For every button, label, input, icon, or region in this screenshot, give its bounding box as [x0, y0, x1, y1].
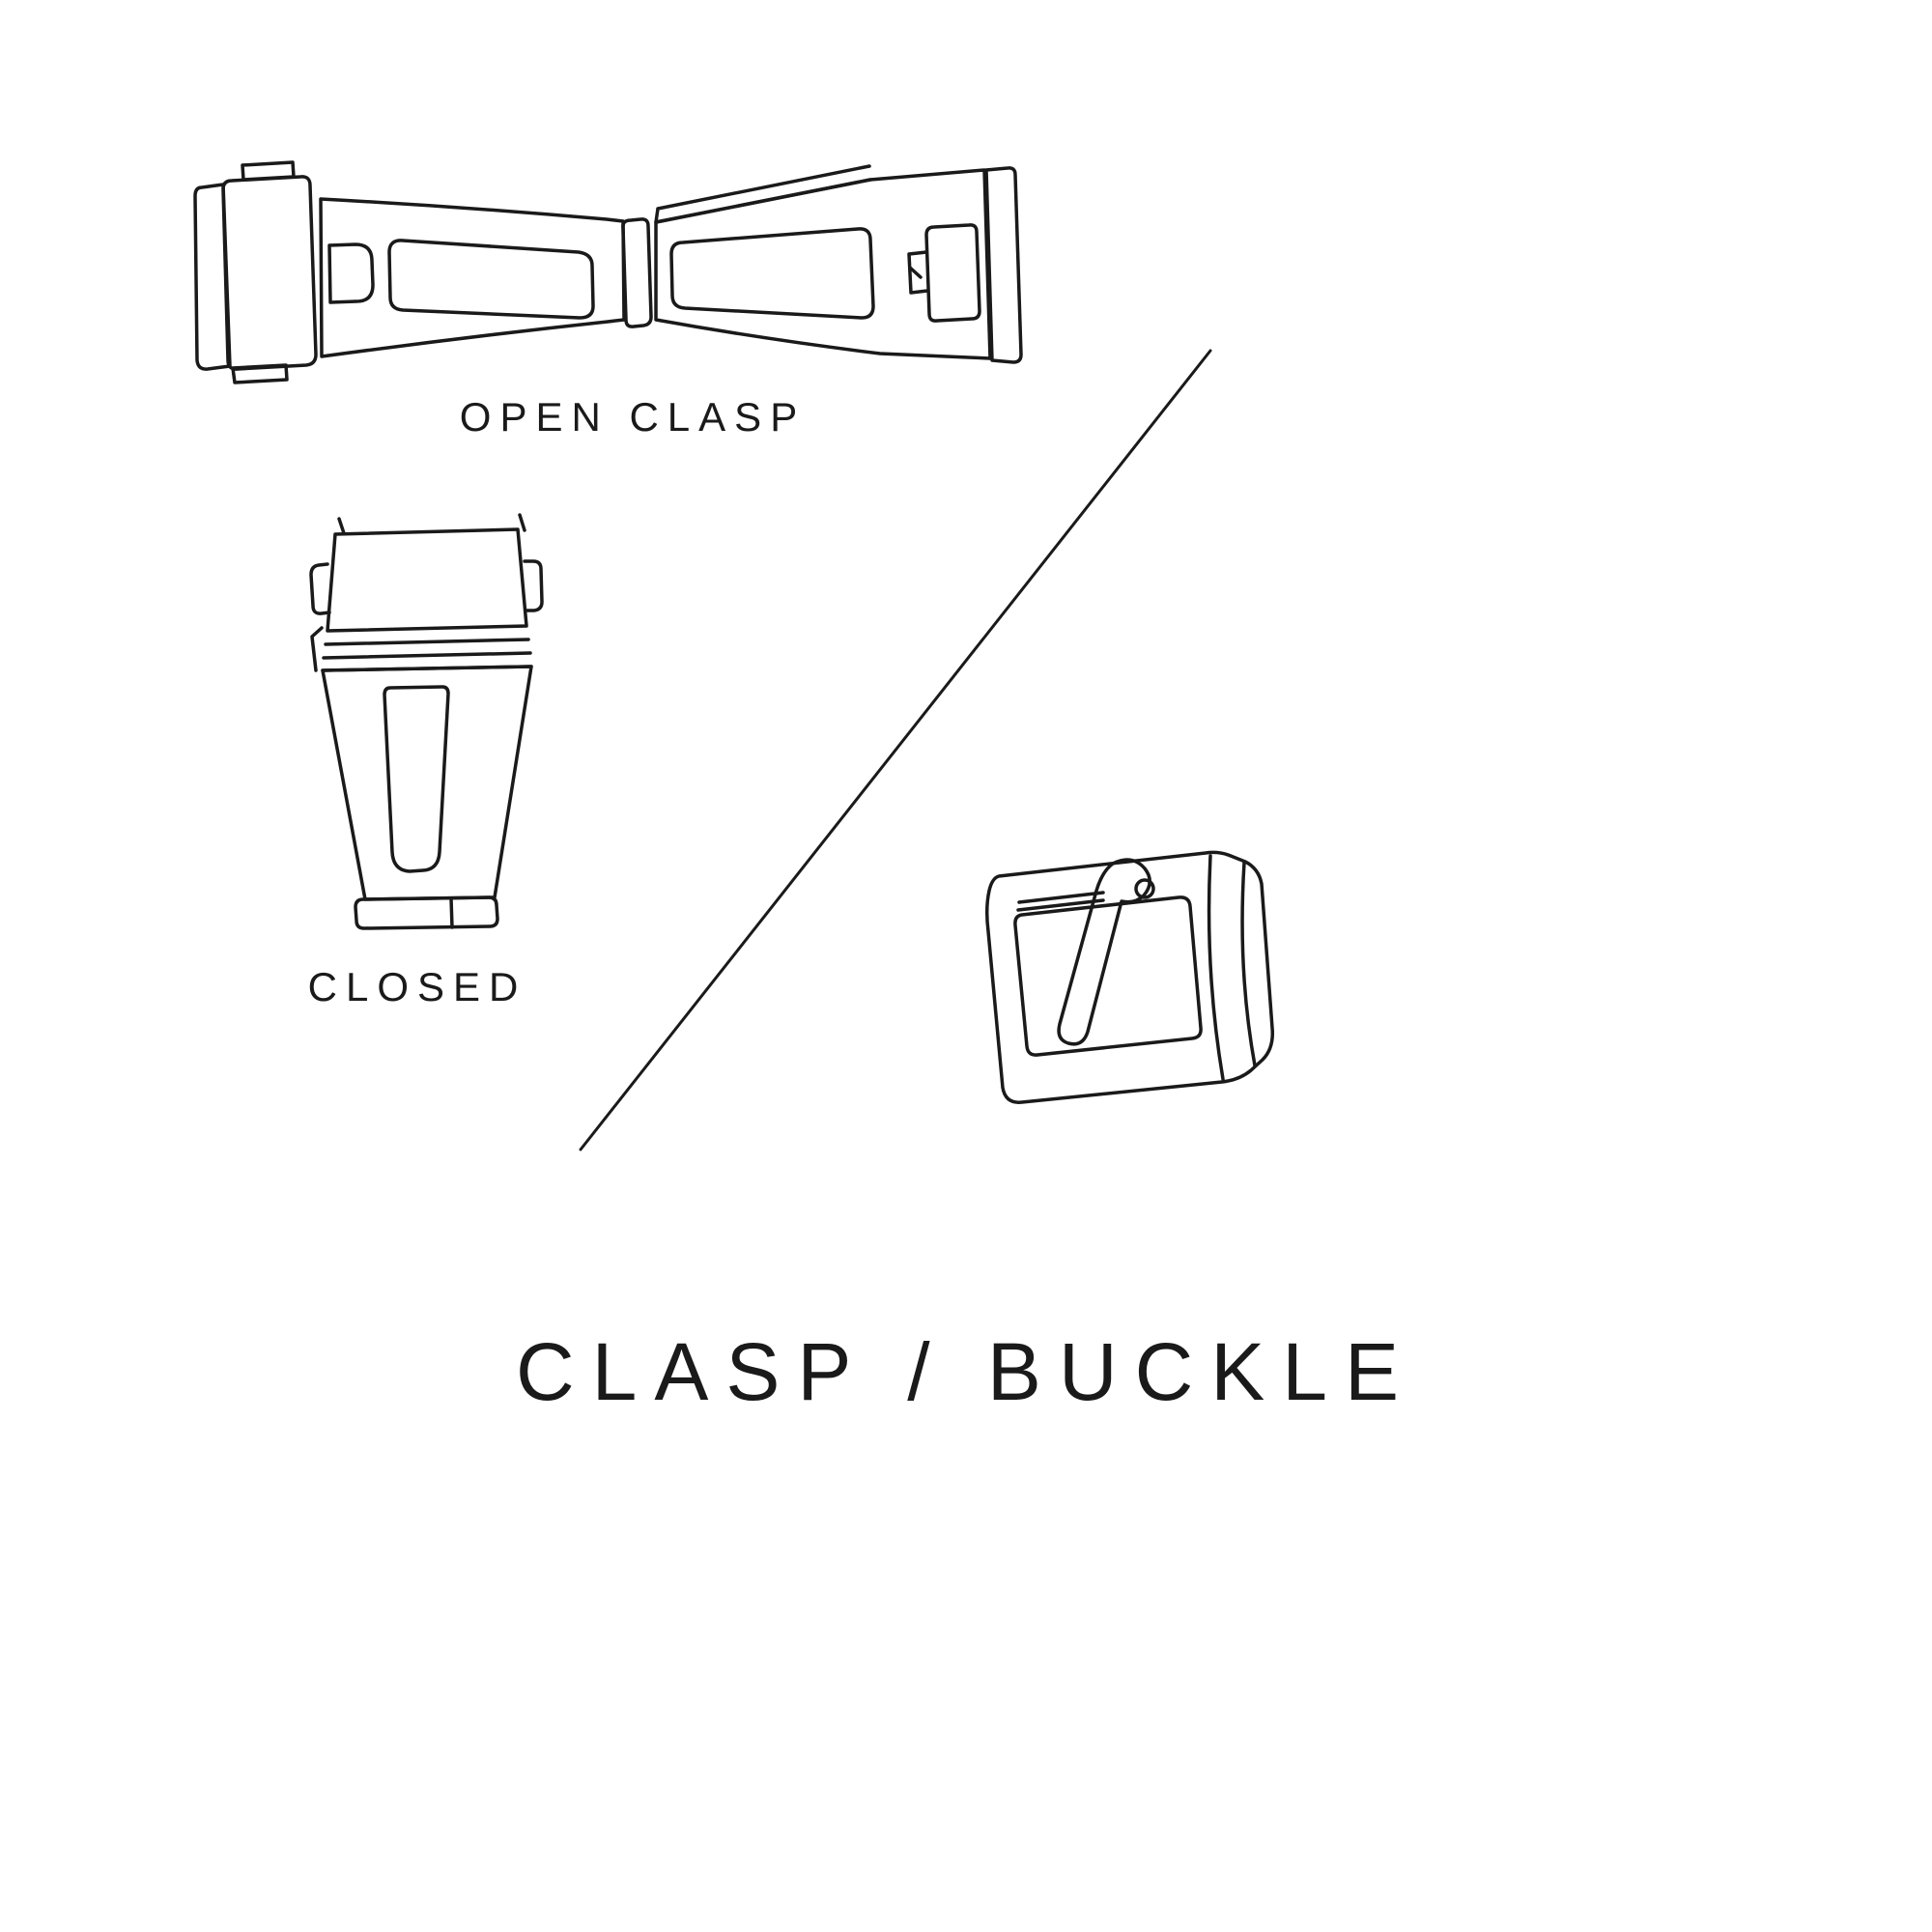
closed-clasp-illustration — [309, 513, 544, 930]
open-clasp-label: OPEN CLASP — [459, 394, 807, 440]
closed-clasp-label: CLOSED — [307, 964, 527, 1009]
open-clasp-illustration — [193, 160, 1023, 384]
diagram-title: CLASP / BUCKLE — [515, 1326, 1417, 1417]
buckle-illustration — [984, 850, 1275, 1104]
divider-line — [579, 349, 1212, 1151]
